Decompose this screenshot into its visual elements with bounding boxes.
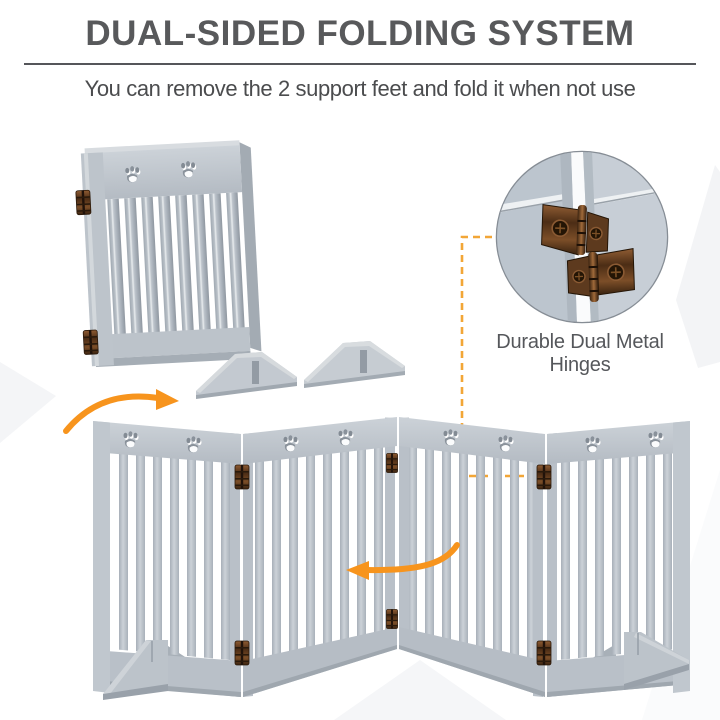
hinge-icon (536, 464, 552, 490)
hinge-icon (385, 609, 399, 629)
hinge-icon (385, 453, 399, 474)
hinge-icon (234, 464, 250, 490)
gate-stile (230, 433, 240, 697)
gate-stile (385, 417, 395, 649)
gate-foot-left (103, 640, 168, 700)
gate-stile (399, 417, 409, 649)
callout-hinge-lower hinge-icon (566, 248, 635, 303)
gate-bottom-rail (243, 627, 397, 697)
fold-arrow-right-icon (63, 389, 179, 434)
folded-gate-bottom-rail (94, 326, 251, 360)
callout-hinge-upper hinge-icon (541, 204, 610, 256)
folded-gate-stack-edge (239, 142, 262, 352)
background-triangle-bottom (334, 660, 506, 720)
hinge-detail-callout (495, 150, 669, 324)
gate-stile (673, 421, 690, 693)
hinge-icon (234, 640, 250, 666)
page-subtitle: You can remove the 2 support feet and fo… (84, 76, 636, 101)
gate-panel-3 (399, 417, 545, 697)
hinge-icon (75, 189, 92, 216)
hinge-icon (82, 329, 99, 356)
support-foot-1 (196, 352, 297, 399)
gate-top-rail (547, 421, 690, 464)
header-divider (24, 63, 696, 65)
gate-slats (112, 451, 230, 660)
background-triangle-left (0, 362, 56, 443)
gate-stile (547, 433, 557, 697)
background-wedge-right (676, 165, 720, 368)
support-foot-slot (252, 361, 259, 384)
folded-gate-bottom-edge (95, 350, 251, 368)
fold-arrow-left-icon (346, 542, 460, 580)
gate-foot-right (624, 632, 689, 690)
gate-stile (243, 433, 253, 697)
folded-gate (75, 140, 262, 368)
folded-gate-slats (105, 192, 250, 336)
gate-slats (557, 451, 676, 660)
callout-caption: Durable Dual Metal Hinges (496, 331, 664, 376)
hinge-icon (536, 640, 552, 666)
gate-panel-2 (243, 417, 397, 697)
unfolded-gate (93, 417, 690, 700)
header: DUAL-SIDED FOLDING SYSTEM You can remove… (0, 0, 720, 102)
gate-bottom-rail (399, 627, 545, 697)
gate-stile (93, 421, 110, 693)
gate-stile (533, 433, 543, 697)
folded-gate-top-rail (84, 145, 243, 201)
gate-slats (409, 447, 533, 660)
support-feet (196, 341, 405, 399)
gate-top-rail (399, 417, 545, 464)
support-foot-slot (360, 350, 367, 373)
gate-top-rail (243, 417, 397, 464)
support-foot-2 (304, 341, 405, 388)
gate-slats (254, 447, 385, 660)
page-title: DUAL-SIDED FOLDING SYSTEM (85, 14, 635, 53)
